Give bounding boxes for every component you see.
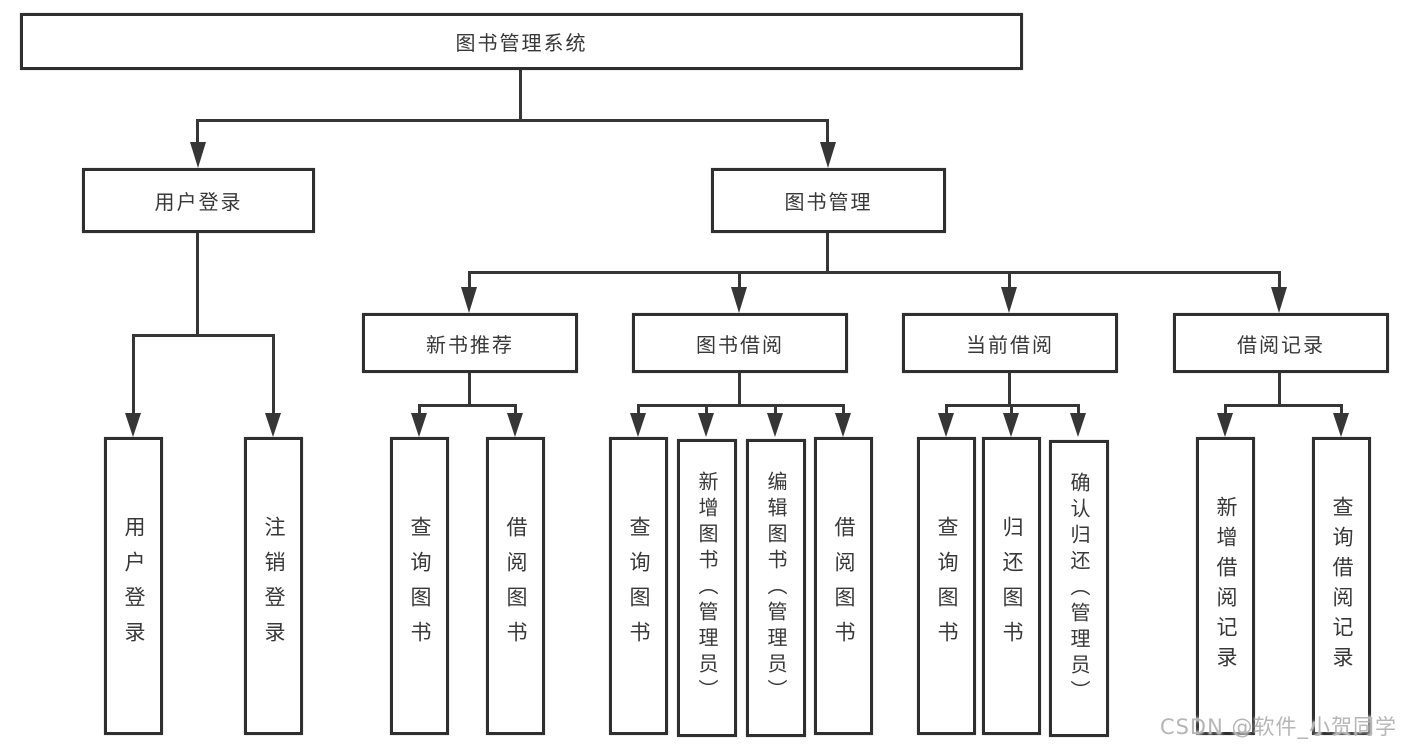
leaf-label: 新增借阅记录 (1214, 496, 1238, 676)
connector-line (468, 271, 471, 291)
connector-line (1008, 271, 1011, 291)
connector-line (418, 404, 517, 407)
node-label: 用户登录 (154, 190, 243, 214)
connector-line (1224, 404, 1227, 416)
leaf-user-login: 用户登录 (104, 437, 163, 735)
arrow-down-icon (411, 413, 427, 437)
leaf-label: 新增图书（管理员） (695, 471, 719, 705)
connector-line (272, 334, 275, 416)
connector-line (774, 404, 777, 416)
connector-line (705, 404, 708, 416)
node-label: 图书管理 (784, 190, 873, 214)
node-label: 当前借阅 (966, 332, 1054, 357)
node-library-management-system: 图书管理系统 (20, 13, 1023, 70)
arrow-down-icon (1070, 413, 1086, 437)
leaf-borrowing-add-books-admin: 新增图书（管理员） (677, 439, 737, 737)
leaf-label: 借阅图书 (832, 516, 856, 656)
leaf-newbook-borrow-books: 借阅图书 (486, 437, 545, 735)
leaf-current-return-books: 归还图书 (982, 437, 1041, 735)
csdn-watermark: CSDN @软件_小贺同学 (1159, 715, 1397, 739)
connector-line (945, 404, 948, 416)
node-borrowing-records: 借阅记录 (1173, 313, 1389, 373)
leaf-label: 查询图书 (627, 516, 651, 656)
leaf-logout: 注销登录 (244, 437, 303, 735)
leaf-records-add-record: 新增借阅记录 (1196, 437, 1255, 735)
connector-line (637, 404, 640, 416)
arrow-down-icon (820, 142, 836, 168)
connector-line (842, 404, 845, 416)
leaf-label: 查询图书 (408, 516, 432, 656)
connector-line (826, 119, 829, 146)
node-book-borrowing: 图书借阅 (632, 313, 848, 373)
leaf-current-confirm-return-admin: 确认归还（管理员） (1049, 440, 1109, 737)
leaf-label: 借阅图书 (504, 516, 528, 656)
connector-line (1278, 271, 1281, 291)
connector-line (1224, 404, 1343, 407)
arrow-down-icon (125, 413, 141, 437)
leaf-label: 编辑图书（管理员） (764, 471, 788, 705)
connector-line (196, 119, 199, 146)
node-current-borrowing: 当前借阅 (902, 313, 1118, 373)
leaf-records-query-record: 查询借阅记录 (1312, 437, 1371, 735)
connector-line (514, 404, 517, 416)
leaf-label: 注销登录 (262, 516, 286, 656)
node-label: 新书推荐 (426, 332, 514, 357)
arrow-down-icon (461, 287, 477, 313)
connector-line (132, 334, 275, 337)
arrow-down-icon (1003, 413, 1019, 437)
arrow-down-icon (630, 413, 646, 437)
connector-line (738, 271, 741, 291)
connector-line (519, 70, 522, 120)
connector-line (132, 334, 135, 416)
node-label: 图书借阅 (696, 332, 784, 357)
node-user-login: 用户登录 (82, 168, 315, 233)
leaf-borrowing-edit-books-admin: 编辑图书（管理员） (746, 439, 806, 737)
connector-line (1340, 404, 1343, 416)
leaf-label: 确认归还（管理员） (1067, 471, 1091, 706)
arrow-down-icon (698, 413, 714, 437)
leaf-label: 用户登录 (122, 516, 146, 656)
connector-line (196, 233, 199, 337)
arrow-down-icon (1217, 413, 1233, 437)
arrow-down-icon (265, 413, 281, 437)
arrow-down-icon (731, 287, 747, 313)
connector-line (469, 271, 1281, 274)
connector-line (1008, 373, 1011, 406)
leaf-label: 归还图书 (1000, 516, 1024, 656)
arrow-down-icon (1001, 287, 1017, 313)
node-book-management: 图书管理 (711, 168, 946, 233)
connector-line (1010, 404, 1013, 416)
leaf-newbook-query-books: 查询图书 (390, 437, 449, 735)
arrow-down-icon (1333, 413, 1349, 437)
connector-line (468, 373, 471, 406)
connector-line (738, 373, 741, 406)
arrow-down-icon (190, 142, 206, 168)
leaf-label: 查询图书 (935, 516, 959, 656)
node-label: 图书管理系统 (455, 31, 588, 55)
connector-line (637, 404, 844, 407)
leaf-label: 查询借阅记录 (1330, 496, 1354, 676)
arrow-down-icon (507, 413, 523, 437)
node-label: 借阅记录 (1237, 332, 1325, 357)
leaf-borrowing-borrow-books: 借阅图书 (814, 437, 873, 735)
connector-line (1077, 404, 1080, 416)
leaf-borrowing-query-books: 查询图书 (609, 437, 668, 735)
connector-line (418, 404, 421, 416)
node-new-book-recommend: 新书推荐 (362, 313, 578, 373)
leaf-current-query-books: 查询图书 (917, 437, 976, 735)
connector-line (826, 233, 829, 273)
connector-line (1278, 373, 1281, 406)
arrow-down-icon (938, 413, 954, 437)
connector-line (196, 119, 829, 122)
arrow-down-icon (1271, 287, 1287, 313)
arrow-down-icon (835, 413, 851, 437)
arrow-down-icon (767, 413, 783, 437)
